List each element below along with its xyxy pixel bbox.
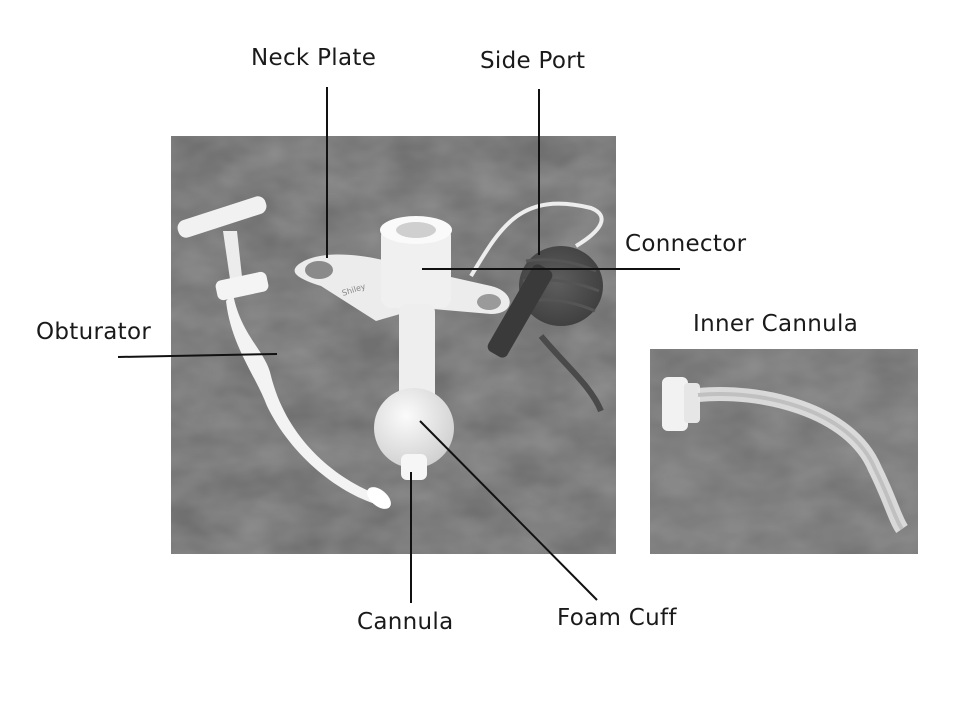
side-port-label: Side Port	[480, 48, 586, 74]
inner-cannula-photo	[650, 349, 918, 554]
inner-cannula-label: Inner Cannula	[693, 311, 859, 337]
inner-cannula-device	[662, 377, 908, 534]
obturator-device	[177, 196, 391, 509]
cannula-shaft	[399, 304, 435, 414]
cannula-tip	[401, 454, 427, 480]
inner-cannula-illustration	[650, 349, 918, 554]
tracheostomy-tube-photo: Shiley	[171, 136, 616, 554]
tube-assembly-illustration: Shiley	[171, 136, 616, 554]
neck-plate-label: Neck Plate	[251, 45, 377, 71]
connector-label: Connector	[625, 231, 747, 257]
obturator-label: Obturator	[36, 319, 152, 345]
side-port-valve	[487, 264, 553, 358]
foam-cuff-label: Foam Cuff	[557, 605, 677, 631]
connector-device	[380, 216, 452, 308]
side-port-line	[469, 201, 604, 278]
cannula-label: Cannula	[357, 609, 454, 635]
